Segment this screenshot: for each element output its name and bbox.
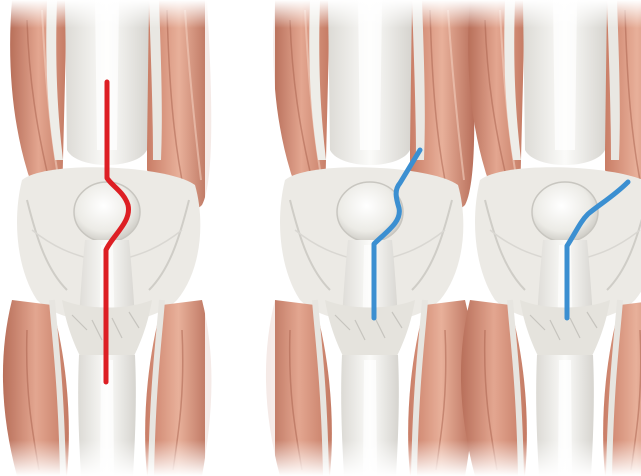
knee-middle [266, 0, 475, 476]
gap-1 [205, 0, 275, 476]
knee-left [3, 0, 212, 476]
knee-right [461, 0, 641, 476]
bottom-fade [0, 440, 641, 476]
top-fade [0, 0, 641, 28]
